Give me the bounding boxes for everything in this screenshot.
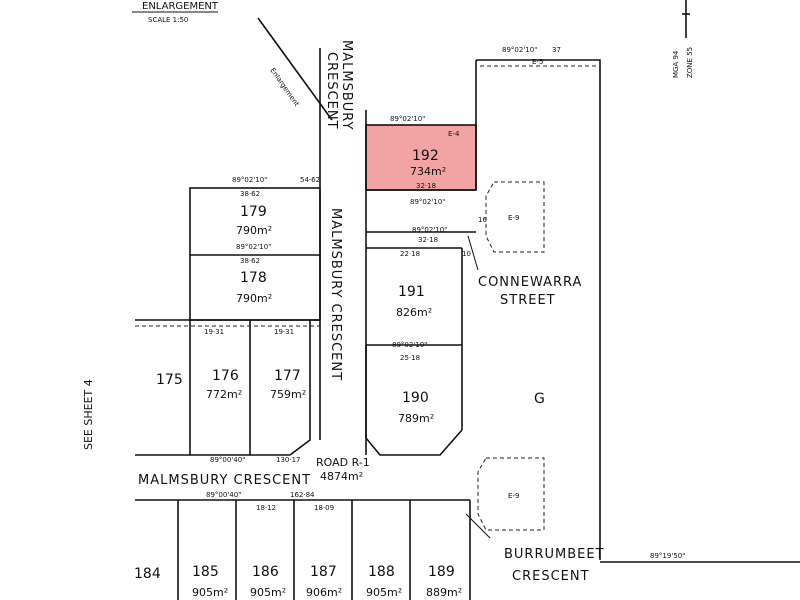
road-label: ROAD R-1: [316, 456, 370, 469]
dist-top: 37: [552, 46, 561, 54]
lot-188-number: 188: [368, 564, 395, 580]
bearing-191: 89°02'10": [412, 226, 447, 234]
bearing-190: 89°02'10": [392, 341, 427, 349]
lot-177-number: 177: [274, 368, 301, 384]
bearing-bottom-right: 89°19'50": [650, 552, 685, 560]
lot-177-area: 759m²: [270, 388, 306, 401]
bearing-192-top: 89°02'10": [390, 115, 425, 123]
dist-176: 19·31: [204, 328, 224, 336]
header-scale: SCALE 1:50: [148, 16, 188, 24]
dist-16: 16: [478, 216, 487, 224]
see-sheet-note: SEE SHEET 4: [82, 379, 95, 450]
connewarra-leader: [467, 235, 479, 271]
dist-178: 38·62: [240, 257, 260, 265]
label-e5: E-5: [532, 58, 543, 66]
lot-186-area: 905m²: [250, 586, 286, 599]
dist-175-south: 130·17: [276, 456, 301, 464]
lot-185-number: 185: [192, 564, 219, 580]
easement-e9-bottom: [477, 457, 545, 531]
lot-178-area: 790m²: [236, 292, 272, 305]
dist-177: 19·31: [274, 328, 294, 336]
grid-zone: ZONE 55: [686, 47, 694, 78]
bearing-175: 89°00'40": [210, 456, 245, 464]
dist-10: 10: [462, 250, 471, 258]
dist-192: 32·18: [416, 182, 436, 190]
lot-179-area: 790m²: [236, 224, 272, 237]
burrumbeet-leader: [465, 513, 491, 539]
bearing-178: 89°02'10": [236, 243, 271, 251]
lot-185-area: 905m²: [192, 586, 228, 599]
lot-192-highlight[interactable]: [365, 124, 477, 191]
lot-178-number: 178: [240, 270, 267, 286]
grid-mga: MGA 94: [672, 50, 680, 78]
lot-191-area: 826m²: [396, 306, 432, 319]
dist-179-top: 54·62: [300, 176, 320, 184]
lot-188-area: 905m²: [366, 586, 402, 599]
street-malmsbury-bottom: MALMSBURY CRESCENT: [138, 473, 311, 488]
dist-179: 38·62: [240, 190, 260, 198]
lot-175-number: 175: [156, 372, 183, 388]
street-burrumbeet-2: CRESCENT: [512, 569, 590, 584]
lot-190-number: 190: [402, 390, 429, 406]
lot-186-number: 186: [252, 564, 279, 580]
lot-190-outline: [365, 345, 463, 456]
large-lot-boundary: [476, 59, 601, 560]
lot-179-number: 179: [240, 204, 267, 220]
street-connewarra-2: STREET: [500, 293, 556, 308]
street-malmsbury-mid: MALMSBURY CRESCENT: [328, 208, 343, 381]
lot-187-number: 187: [310, 564, 337, 580]
bearing-bottom: 89°00'40": [206, 491, 241, 499]
lot-177-east: [289, 320, 311, 456]
street-malmsbury-top-1: MALMSBURY: [339, 40, 354, 130]
lot-187-area: 906m²: [306, 586, 342, 599]
lot-192-number: 192: [412, 148, 439, 164]
easement-e9-top: [485, 181, 545, 253]
street-connewarra-1: CONNEWARRA: [478, 275, 582, 290]
bearing-top: 89°02'10": [502, 46, 537, 54]
bearing-179: 89°02'10": [232, 176, 267, 184]
lot-189-area: 889m²: [426, 586, 462, 599]
road-area: 4874m²: [320, 470, 363, 483]
bearing-192-south: 89°02'10": [410, 198, 445, 206]
dist-bottom: 162·84: [290, 491, 315, 499]
lot-189-number: 189: [428, 564, 455, 580]
lot-g-label: G: [534, 391, 545, 407]
enlargement-label: Enlargement: [268, 67, 300, 109]
label-e4: E-4: [448, 130, 460, 138]
dist-191: 22·18: [400, 250, 420, 258]
dist-190: 25·18: [400, 354, 420, 362]
lot-184-number: 184: [134, 566, 161, 582]
dist-187: 18·09: [314, 504, 334, 512]
lot-176-area: 772m²: [206, 388, 242, 401]
lot-176-number: 176: [212, 368, 239, 384]
dist-186: 18·12: [256, 504, 276, 512]
street-malmsbury-top-2: CRESCENT: [324, 52, 339, 130]
lot-190-area: 789m²: [398, 412, 434, 425]
street-burrumbeet-1: BURRUMBEET: [504, 547, 605, 562]
lot-191-number: 191: [398, 284, 425, 300]
lot-192-area: 734m²: [410, 165, 446, 178]
header-title: ENLARGEMENT: [142, 1, 219, 12]
dist-191-top: 32·18: [418, 236, 438, 244]
label-e9-top: E-9: [508, 214, 519, 222]
label-e9-bottom: E-9: [508, 492, 519, 500]
